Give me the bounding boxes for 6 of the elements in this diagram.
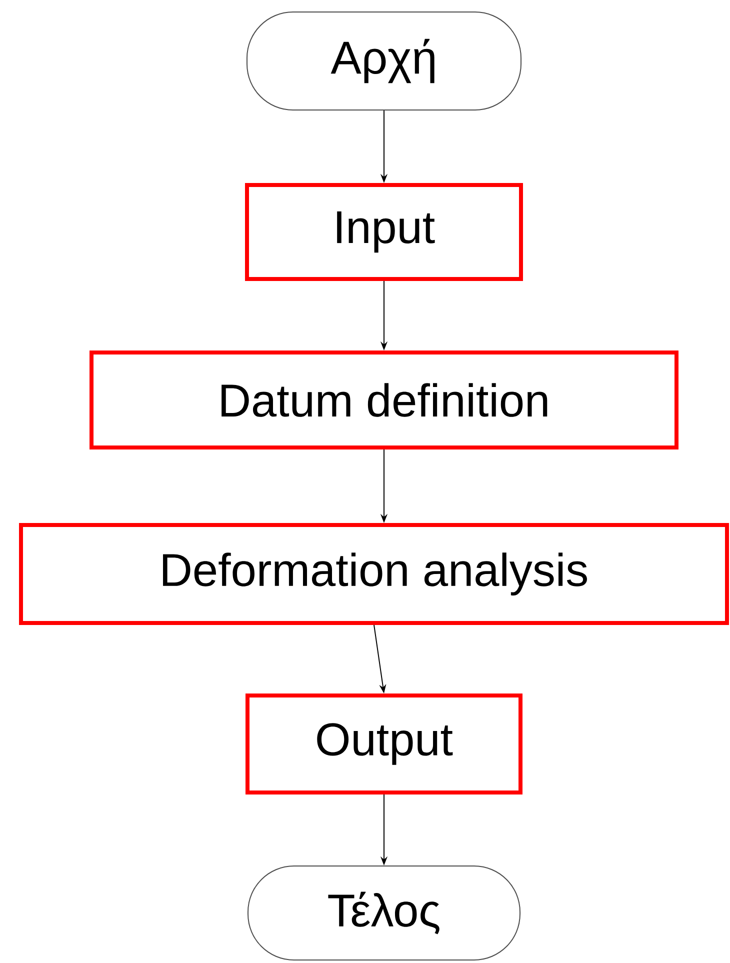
terminal-box: Τέλος [248,866,520,960]
process-box: Deformation analysis [19,523,729,625]
process-box: Datum definition [90,350,678,450]
process-box: Output [246,694,522,794]
process-box: Input [245,183,523,281]
terminal-box: Αρχή [246,12,522,110]
